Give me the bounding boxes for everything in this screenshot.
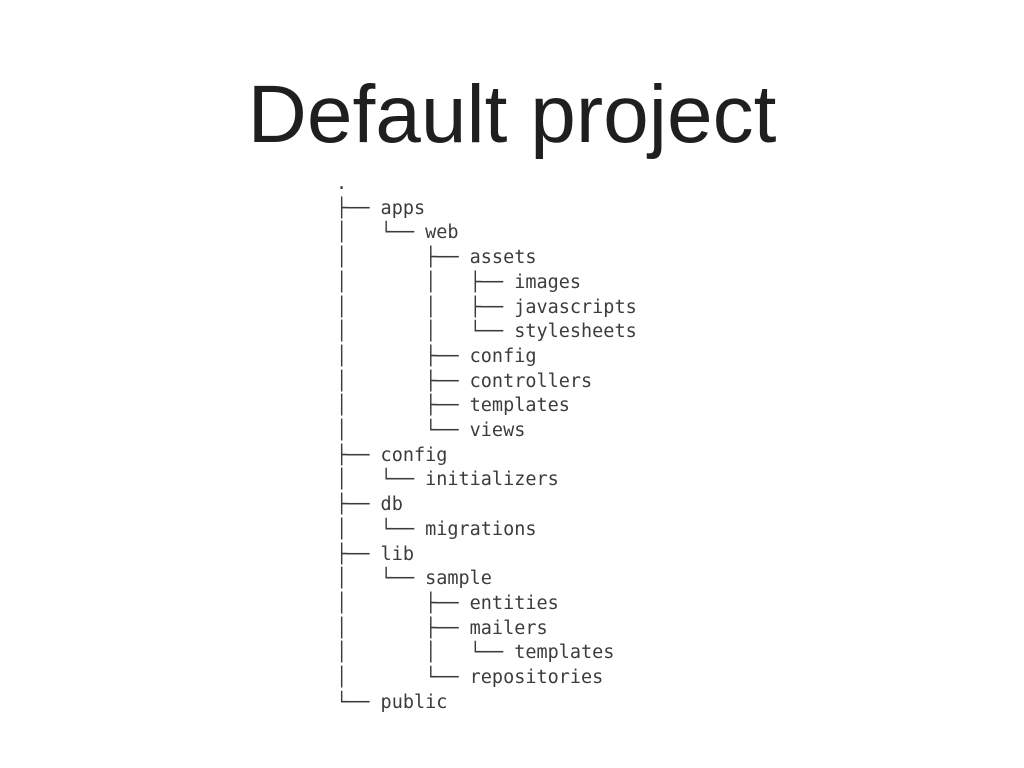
slide-title: Default project <box>247 69 777 160</box>
directory-tree: . ├── apps │ └── web │ ├── assets │ │ ├─… <box>336 173 637 713</box>
